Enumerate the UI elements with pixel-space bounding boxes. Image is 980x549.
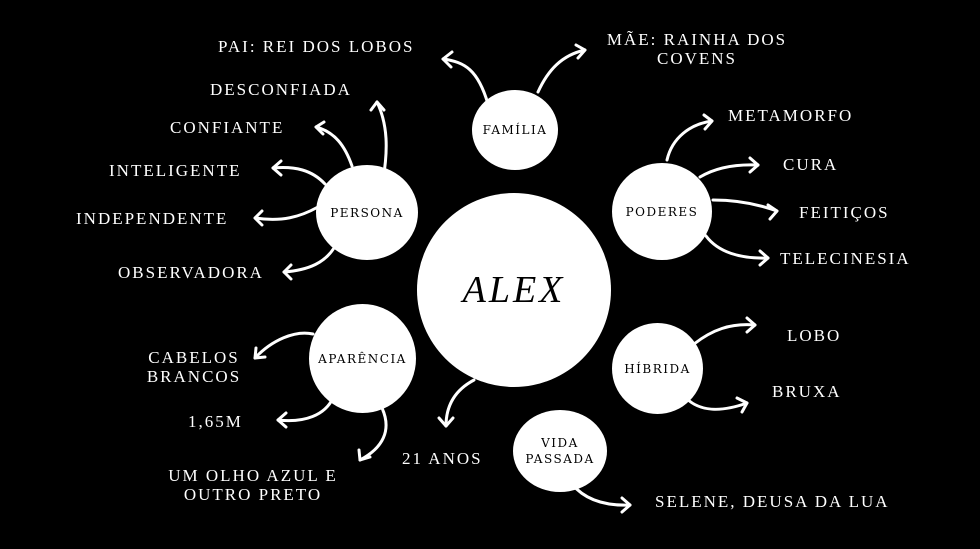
node-persona-label: PERSONA (330, 205, 404, 220)
leaf-confiante: CONFIANTE (170, 118, 285, 137)
leaf-metamorfo: METAMORFO (728, 106, 854, 125)
leaf-cabelos: CABELOS BRANCOS (140, 348, 248, 386)
node-familia-label: FAMÍLIA (482, 123, 548, 137)
leaf-lobo: LOBO (787, 326, 842, 345)
leaf-independente: INDEPENDENTE (76, 209, 229, 228)
leaf-bruxa: BRUXA (772, 382, 842, 401)
arrow-to-inteligente (271, 159, 327, 186)
node-hibrida: HÍBRIDA (612, 323, 703, 414)
node-poderes-label: PODERES (625, 204, 699, 219)
arrow-to-cabelos (253, 331, 315, 360)
leaf-mae-line1: MÃE: RAINHA DOS (606, 30, 788, 49)
leaf-cabelos-line1: CABELOS (148, 348, 240, 367)
node-vida-label-line2: PASSADA (525, 452, 595, 466)
leaf-olhos-line1: UM OLHO AZUL E (168, 466, 338, 485)
arrow-to-olhos (357, 406, 388, 462)
arrow-to-altura (276, 396, 335, 429)
arrow-to-lobo (692, 316, 757, 346)
arrow-to-mae (536, 43, 587, 94)
leaf-inteligente: INTELIGENTE (109, 161, 242, 180)
leaf-cabelos-line2: BRANCOS (146, 367, 242, 386)
arrow-to-metamorfo (665, 113, 714, 162)
arrow-to-confiante (314, 120, 354, 168)
node-aparencia: APARÊNCIA (309, 304, 416, 413)
node-aparencia-label: APARÊNCIA (318, 351, 407, 366)
leaf-pai: PAI: REI DOS LOBOS (218, 37, 415, 56)
arrow-to-feiticos (711, 198, 779, 221)
arrow-to-idade (437, 378, 476, 428)
node-familia: FAMÍLIA (472, 90, 558, 170)
leaf-altura: 1,65M (188, 412, 243, 431)
leaf-mae-line2: COVENS (656, 49, 737, 68)
arrow-to-selene (570, 482, 632, 514)
arrow-to-bruxa (684, 396, 749, 414)
leaf-cura: CURA (783, 155, 839, 174)
arrow-to-telecinesia (704, 234, 770, 267)
node-poderes: PODERES (612, 163, 712, 260)
node-vida-passada: VIDA PASSADA (513, 410, 607, 492)
leaf-observadora: OBSERVADORA (118, 263, 264, 282)
leaf-idade: 21 ANOS (402, 449, 483, 468)
arrow-to-observadora (282, 246, 336, 281)
leaf-selene: SELENE, DEUSA DA LUA (655, 492, 890, 511)
node-persona: PERSONA (316, 165, 418, 260)
arrow-to-cura (698, 156, 760, 179)
leaf-telecinesia: TELECINESIA (780, 249, 911, 268)
leaf-olhos-line2: OUTRO PRETO (183, 485, 323, 504)
node-vida-label-line1: VIDA (541, 436, 579, 450)
arrow-to-independente (253, 205, 320, 227)
center-label: ALEX (462, 269, 566, 311)
leaf-feiticos: FEITIÇOS (799, 203, 890, 222)
leaf-olhos: UM OLHO AZUL E OUTRO PRETO (160, 466, 346, 504)
leaf-desconfiada: DESCONFIADA (210, 80, 352, 99)
center-node-alex: ALEX (417, 193, 611, 387)
leaf-mae: MÃE: RAINHA DOS COVENS (604, 30, 790, 68)
node-hibrida-label: HÍBRIDA (624, 361, 691, 376)
arrow-to-pai (441, 50, 490, 106)
